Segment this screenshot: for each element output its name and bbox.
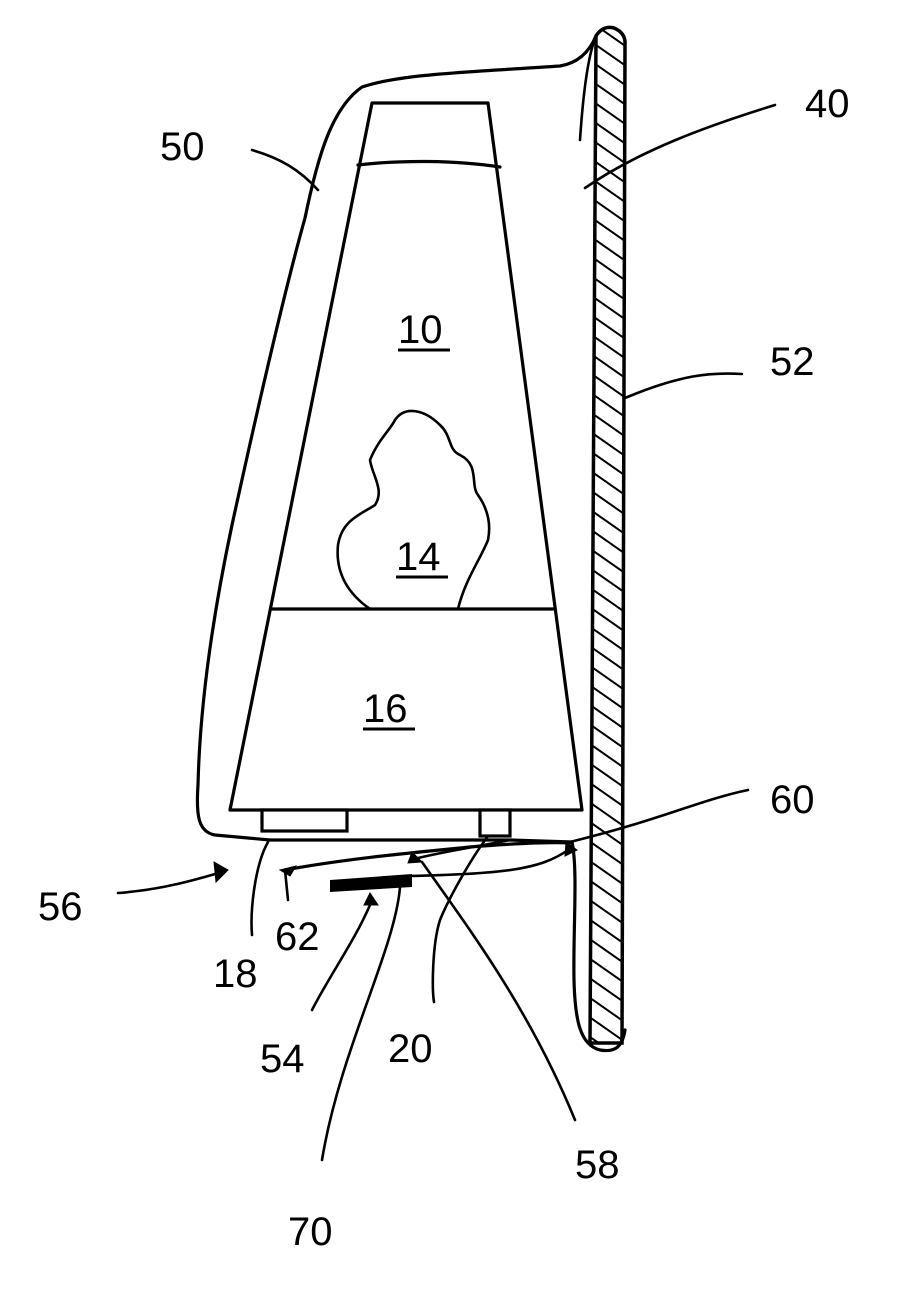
- label-60: 60: [770, 778, 815, 822]
- label-18: 18: [213, 952, 258, 996]
- arrowhead-54: [364, 893, 378, 905]
- wax-blob: [338, 411, 490, 609]
- label-70: 70: [288, 1210, 333, 1254]
- base-foot-18: [262, 810, 347, 831]
- lower-cover-line: [270, 840, 572, 842]
- label-52: 52: [770, 340, 815, 384]
- base-foot-20: [480, 810, 510, 836]
- label-50: 50: [160, 125, 205, 169]
- label-16: 16: [363, 687, 408, 731]
- label-62: 62: [275, 915, 320, 959]
- label-40: 40: [805, 82, 850, 126]
- label-54: 54: [260, 1037, 305, 1081]
- leader-lines: [118, 105, 775, 1160]
- label-58: 58: [575, 1143, 620, 1187]
- label-20: 20: [388, 1027, 433, 1071]
- label-10: 10: [398, 308, 443, 352]
- label-56: 56: [38, 885, 83, 929]
- label-14: 14: [396, 535, 441, 579]
- arrowhead-62: [280, 866, 296, 876]
